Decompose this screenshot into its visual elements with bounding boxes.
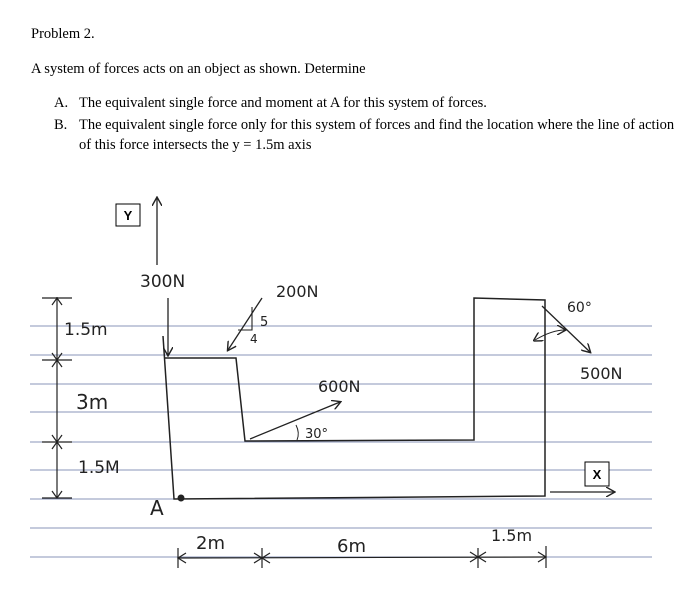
- question-item-b: B. The equivalent single force only for …: [54, 115, 684, 159]
- x-axis-label: X: [593, 467, 602, 482]
- slope-4-label: 4: [250, 332, 258, 346]
- angle-30-label: 30°: [305, 427, 328, 442]
- dim-6m: 6m: [337, 536, 366, 557]
- x-axis-label-box: [584, 461, 610, 487]
- dim-2m: 2m: [196, 533, 225, 554]
- force-diagram: Y A 300N 200N 5 4 600N 30° 60° 500N X 1.…: [30, 180, 652, 568]
- item-text: The equivalent single force only for thi…: [79, 117, 675, 153]
- dim-1-5m-bottom: 1.5M: [78, 458, 120, 478]
- dim-1-5m-right: 1.5m: [491, 526, 532, 545]
- point-a-marker: [177, 494, 185, 502]
- force-600n-label: 600N: [318, 377, 361, 396]
- point-a-label: A: [150, 496, 164, 520]
- force-300n-label: 300N: [140, 272, 185, 292]
- object-outline: [162, 297, 546, 500]
- y-axis-label-box: [115, 203, 141, 227]
- force-200n-arrow: [228, 297, 263, 350]
- force-600n-arrow: [249, 402, 340, 440]
- angle-60-arc: [535, 330, 565, 340]
- slope-triangle: [238, 307, 253, 331]
- item-text: The equivalent single force and moment a…: [79, 95, 487, 111]
- angle-60-label: 60°: [567, 300, 592, 316]
- problem-title: Problem 2.: [31, 26, 95, 42]
- horizontal-dimension: [176, 546, 548, 568]
- dim-1-5m-top: 1.5m: [64, 320, 108, 340]
- item-letter: B.: [54, 117, 68, 133]
- item-letter: A.: [54, 95, 69, 111]
- slope-5-label: 5: [260, 315, 268, 330]
- angle-30-arc: [295, 424, 299, 441]
- problem-intro: A system of forces acts on an object as …: [31, 61, 366, 77]
- force-200n-label: 200N: [276, 282, 319, 301]
- force-500n-label: 500N: [580, 364, 623, 383]
- question-item-a: A. The equivalent single force and momen…: [54, 93, 684, 113]
- y-axis-label: Y: [124, 208, 133, 223]
- dim-3m: 3m: [76, 390, 108, 414]
- ruled-lines: [30, 325, 652, 558]
- vertical-dimension: [42, 296, 72, 500]
